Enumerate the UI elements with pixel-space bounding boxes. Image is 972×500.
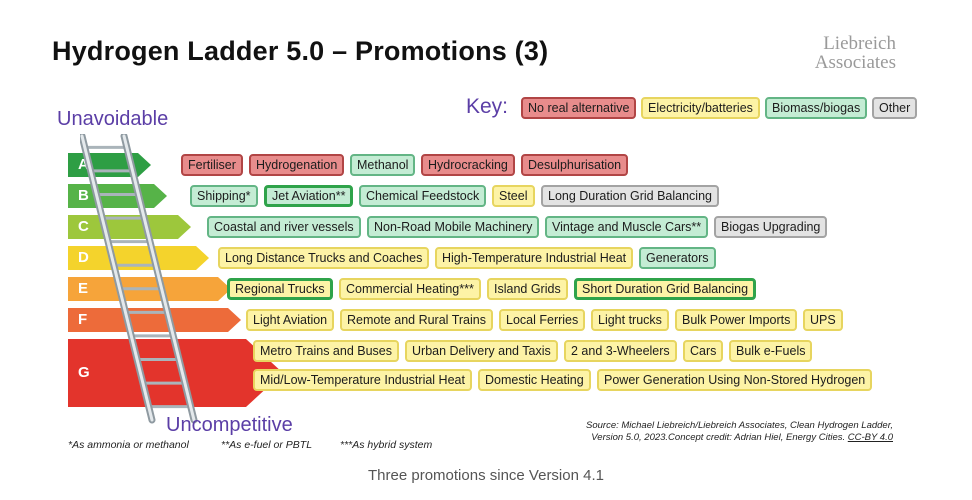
slide-title: Hydrogen Ladder 5.0 – Promotions (3) xyxy=(52,36,549,66)
footnote-hybrid: ***As hybrid system xyxy=(340,439,433,451)
use-case-hydrogenation: Hydrogenation xyxy=(249,154,345,176)
use-case-ups: UPS xyxy=(803,309,843,331)
use-case-cars: Cars xyxy=(683,340,724,362)
axis-label-unavoidable: Unavoidable xyxy=(57,108,169,130)
key-label: Key: xyxy=(466,95,509,118)
liebreich-associates-logo: Liebreich Associates xyxy=(760,34,896,72)
ladder-rail-left-highlight xyxy=(80,134,154,422)
use-case-domestic-heating: Domestic Heating xyxy=(478,369,591,391)
use-case-commercial-heating: Commercial Heating*** xyxy=(339,278,481,300)
footnote-ammonia: *As ammonia or methanol xyxy=(68,439,189,451)
rating-letter-g: G xyxy=(78,364,90,381)
use-case-hydrocracking: Hydrocracking xyxy=(421,154,515,176)
ladder-rungs xyxy=(84,145,191,409)
use-case-high-temperature-industrial-heat: High-Temperature Industrial Heat xyxy=(435,247,634,269)
key-item-other: Other xyxy=(872,97,918,119)
use-case-jet-aviation: Jet Aviation** xyxy=(264,185,354,207)
footnote-efuel: **As e-fuel or PBTL xyxy=(221,439,313,451)
use-case-biogas-upgrading: Biogas Upgrading xyxy=(714,216,828,238)
logo-line-1: Liebreich xyxy=(823,33,896,54)
use-case-coastal-and-river-vessels: Coastal and river vessels xyxy=(207,216,361,238)
use-case-bulk-e-fuels: Bulk e-Fuels xyxy=(729,340,813,362)
key-item-biomass-biogas: Biomass/biogas xyxy=(765,97,868,119)
source-line-1: Source: Michael Liebreich/Liebreich Asso… xyxy=(586,420,893,431)
use-case-metro-trains-and-buses: Metro Trains and Buses xyxy=(253,340,400,362)
use-case-long-distance-trucks-and-coaches: Long Distance Trucks and Coaches xyxy=(218,247,430,269)
ladder-rail-right-highlight xyxy=(122,134,196,422)
source-credit: Source: Michael Liebreich/Liebreich Asso… xyxy=(560,420,893,444)
use-case-shipping: Shipping* xyxy=(190,185,258,207)
use-case-non-road-mobile-machinery: Non-Road Mobile Machinery xyxy=(367,216,540,238)
use-case-desulphurisation: Desulphurisation xyxy=(521,154,629,176)
rating-letter-c: C xyxy=(78,218,89,235)
key-item-no-real-alternative: No real alternative xyxy=(521,97,637,119)
use-case-power-generation-using-non-stored-hydrogen: Power Generation Using Non-Stored Hydrog… xyxy=(597,369,873,391)
use-case-island-grids: Island Grids xyxy=(487,278,568,300)
use-case-mid-low-temperature-industrial-heat: Mid/Low-Temperature Industrial Heat xyxy=(253,369,472,391)
key-item-electricity-batteries: Electricity/batteries xyxy=(641,97,760,119)
logo-line-2: Associates xyxy=(814,52,896,73)
use-case-local-ferries: Local Ferries xyxy=(499,309,586,331)
use-case-vintage-and-muscle-cars: Vintage and Muscle Cars** xyxy=(545,216,709,238)
source-line-2: Version 5.0, 2023.Concept credit: Adrian… xyxy=(560,432,893,444)
use-case-bulk-power-imports: Bulk Power Imports xyxy=(675,309,798,331)
rating-bar-a: A xyxy=(68,153,151,177)
use-case-methanol: Methanol xyxy=(350,154,416,176)
use-case-2-and-3-wheelers: 2 and 3-Wheelers xyxy=(564,340,677,362)
axis-label-uncompetitive: Uncompetitive xyxy=(166,414,293,436)
figure-caption: Three promotions since Version 4.1 xyxy=(368,467,604,484)
rating-letter-b: B xyxy=(78,187,89,204)
use-case-fertiliser: Fertiliser xyxy=(181,154,243,176)
use-case-light-trucks: Light trucks xyxy=(591,309,669,331)
rating-letter-d: D xyxy=(78,249,89,266)
rating-letter-a: A xyxy=(78,156,89,173)
use-case-regional-trucks: Regional Trucks xyxy=(227,278,333,300)
use-case-generators: Generators xyxy=(639,247,716,269)
use-case-long-duration-grid-balancing: Long Duration Grid Balancing xyxy=(541,185,719,207)
source-line-2-text: Version 5.0, 2023.Concept credit: Adrian… xyxy=(591,432,846,443)
use-case-steel: Steel xyxy=(492,185,535,207)
use-case-light-aviation: Light Aviation xyxy=(246,309,335,331)
use-case-remote-and-rural-trains: Remote and Rural Trains xyxy=(340,309,493,331)
use-case-short-duration-grid-balancing: Short Duration Grid Balancing xyxy=(574,278,757,300)
ladder-icon xyxy=(80,134,198,424)
use-case-urban-delivery-and-taxis: Urban Delivery and Taxis xyxy=(405,340,558,362)
license-link[interactable]: CC-BY 4.0 xyxy=(847,432,893,443)
rating-letter-f: F xyxy=(78,311,88,328)
use-case-chemical-feedstock: Chemical Feedstock xyxy=(359,185,487,207)
rating-letter-e: E xyxy=(78,280,89,297)
